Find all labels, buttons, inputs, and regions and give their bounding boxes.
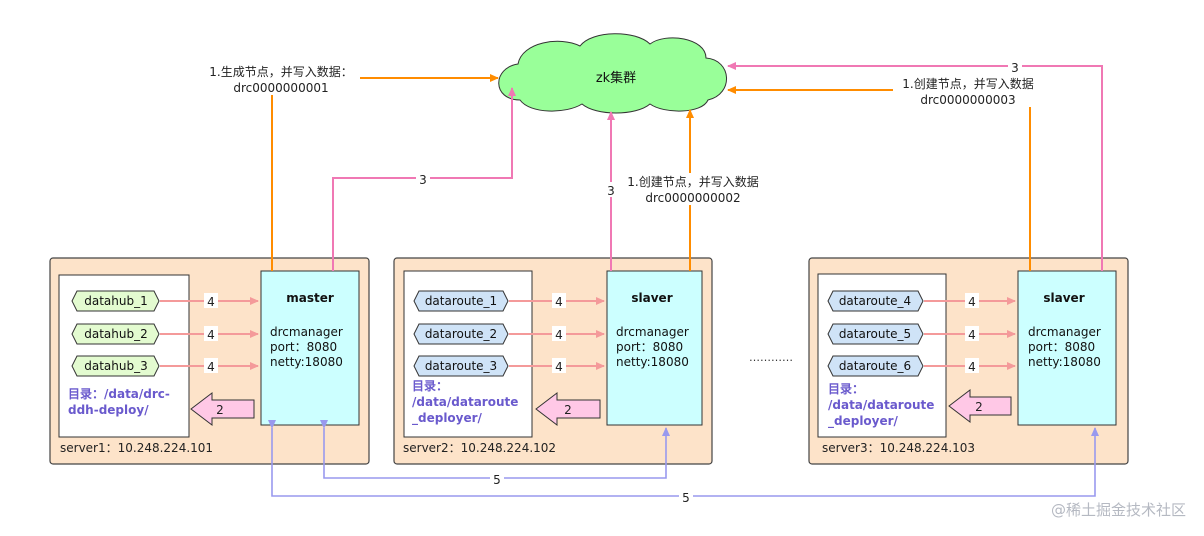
server-2-label: server2：10.248.224.102	[403, 441, 556, 455]
server-3-directory-line-2: /data/dataroute	[828, 398, 934, 412]
watermark: @稀土掘金技术社区	[1051, 501, 1186, 519]
server-1: master drcmanager port：8080 netty:18080 …	[49, 257, 370, 465]
deploy-label: 2	[975, 400, 983, 414]
register-label: 4	[207, 295, 215, 309]
note-server-1-line-1: 1.生成节点，并写入数据：	[209, 64, 352, 79]
watch-label: 3	[1011, 61, 1019, 75]
zk-cluster: zk集群	[498, 33, 727, 114]
server-2-manager-line-3: netty:18080	[616, 355, 689, 369]
register-label: 4	[968, 328, 976, 342]
zk-cluster-cloud	[498, 33, 727, 114]
deploy-label: 2	[564, 403, 572, 417]
node-pill	[413, 290, 509, 312]
server-3-manager-box	[1017, 270, 1117, 426]
server-1-directory-line-2: ddh-deploy/	[68, 403, 149, 417]
node-pill	[827, 323, 924, 345]
server-1-manager-box	[260, 270, 360, 426]
server-3-manager-line-2: port：8080	[1028, 340, 1095, 354]
note-server-3-line-2: drc0000000003	[920, 93, 1015, 107]
server-1-manager-role: master	[286, 291, 334, 305]
deploy-arrow	[190, 391, 255, 427]
server-2-directory-line-3: _deployer/	[412, 411, 483, 426]
node-pill	[71, 290, 160, 312]
note-server-1-line-2: drc0000000001	[233, 81, 328, 95]
server-1-label: server1：10.248.224.101	[60, 441, 213, 455]
node-pill	[827, 355, 924, 377]
server-3-manager-line-3: netty:18080	[1028, 355, 1101, 369]
server-1-manager-line-2: port：8080	[270, 340, 337, 354]
server-3-directory-line-3: _deployer/	[828, 414, 899, 429]
node-label: datahub_3	[84, 359, 148, 373]
server-2-manager-box	[606, 270, 703, 426]
node-pill	[71, 355, 160, 377]
note-server-2-line-2: drc0000000002	[645, 191, 740, 205]
node-pill	[71, 323, 160, 345]
register-label: 4	[207, 328, 215, 342]
register-label: 4	[968, 360, 976, 374]
register-label: 4	[207, 360, 215, 374]
node-label: datahub_2	[84, 327, 148, 341]
connect-label: 5	[682, 491, 690, 505]
create-node-arrow-server-3	[727, 86, 1031, 271]
register-label: 4	[555, 328, 563, 342]
note-server-2-line-1: 1.创建节点，并写入数据	[627, 174, 758, 189]
server-1-directory-line-1: 目录：/data/drc-	[68, 387, 170, 401]
more-servers-ellipsis: …………	[749, 351, 793, 364]
server-2-manager-line-2: port：8080	[616, 340, 683, 354]
server-2: slaver drcmanager port：8080 netty:18080 …	[393, 257, 713, 465]
server-2-directory-line-1: 目录：	[412, 379, 448, 393]
node-label: dataroute_6	[839, 359, 911, 373]
watch-label: 3	[419, 173, 427, 187]
register-label: 4	[555, 360, 563, 374]
server-1-manager-line-3: netty:18080	[270, 355, 343, 369]
server-2-manager-line-1: drcmanager	[616, 325, 689, 339]
server-3-manager-line-1: drcmanager	[1028, 325, 1101, 339]
node-pill	[413, 355, 509, 377]
server-1-manager-line-1: drcmanager	[270, 325, 343, 339]
node-pill	[413, 323, 509, 345]
node-label: dataroute_3	[425, 359, 497, 373]
node-label: datahub_1	[84, 294, 148, 308]
server-3-directory-line-1: 目录：	[828, 382, 864, 396]
server-3-label: server3：10.248.224.103	[822, 441, 975, 455]
register-label: 4	[968, 295, 976, 309]
node-label: dataroute_1	[425, 294, 497, 308]
note-server-3-line-1: 1.创建节点，并写入数据	[902, 76, 1033, 91]
register-label: 4	[555, 295, 563, 309]
server-2-manager-role: slaver	[631, 291, 672, 305]
create-node-arrow-server-1	[271, 74, 499, 271]
node-pill	[827, 290, 924, 312]
deploy-label: 2	[216, 403, 224, 417]
node-label: dataroute_4	[839, 294, 911, 308]
watch-label: 3	[607, 184, 615, 198]
zk-cluster-label: zk集群	[596, 70, 636, 86]
node-label: dataroute_2	[425, 327, 497, 341]
node-label: dataroute_5	[839, 327, 911, 341]
server-3: slaver drcmanager port：8080 netty:18080 …	[808, 257, 1129, 465]
connect-label: 5	[493, 473, 501, 487]
watch-arrow-server-3	[727, 62, 1103, 271]
server-3-manager-role: slaver	[1043, 291, 1084, 305]
server-2-directory-line-2: /data/dataroute	[412, 395, 518, 409]
